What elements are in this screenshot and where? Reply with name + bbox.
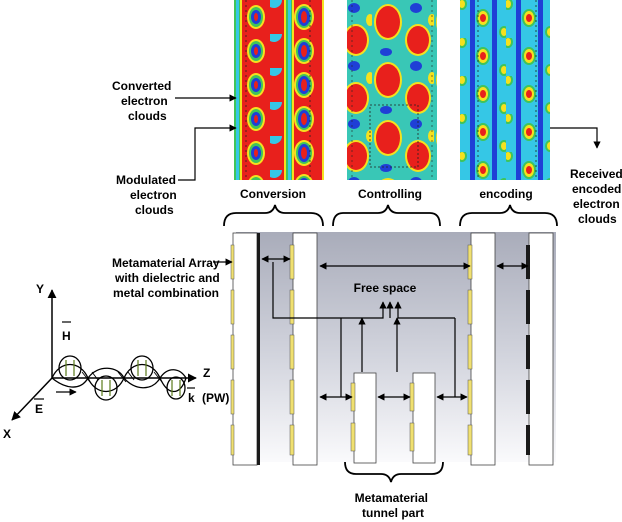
pw-label: (PW) xyxy=(202,391,229,405)
field-map-encoding xyxy=(460,0,550,180)
x-axis-label: X xyxy=(3,427,11,441)
slab-2 xyxy=(289,232,318,466)
stage-controlling: Controlling xyxy=(358,187,422,201)
free-space-label: Free space xyxy=(354,281,417,295)
received-label: Received encoded electron clouds xyxy=(570,167,622,226)
received-arrow xyxy=(550,127,601,149)
tunnel-slab-2 xyxy=(409,372,436,464)
metamaterial-array-label: Metamaterial Array with dielectric and m… xyxy=(112,256,223,300)
modulated-arrow xyxy=(178,124,237,181)
stage-encoding: encoding xyxy=(479,187,532,201)
slab-3 xyxy=(467,232,496,466)
field-map-controlling xyxy=(347,0,437,180)
free-space-arrows xyxy=(261,255,529,401)
converted-label: Converted electron clouds xyxy=(112,79,175,123)
modulated-label: Modulated electron clouds xyxy=(116,173,180,217)
plane-wave-diagram xyxy=(11,289,197,421)
y-axis-label: Y xyxy=(36,282,44,296)
field-map-conversion xyxy=(234,0,324,180)
k-vector-label: k xyxy=(188,391,195,405)
tunnel-slab-1 xyxy=(350,372,377,464)
tunnel-brace xyxy=(344,461,444,483)
slab-1 xyxy=(230,232,260,466)
free-space-panel xyxy=(236,232,556,462)
tunnel-label: Metamaterial tunnel part xyxy=(355,491,432,520)
slab-4 xyxy=(526,232,554,466)
h-field-label: H xyxy=(62,329,71,343)
e-field-label: E xyxy=(35,402,43,416)
stage-conversion: Conversion xyxy=(240,187,306,201)
z-axis-label: Z xyxy=(203,366,210,380)
stage-braces xyxy=(223,204,558,227)
